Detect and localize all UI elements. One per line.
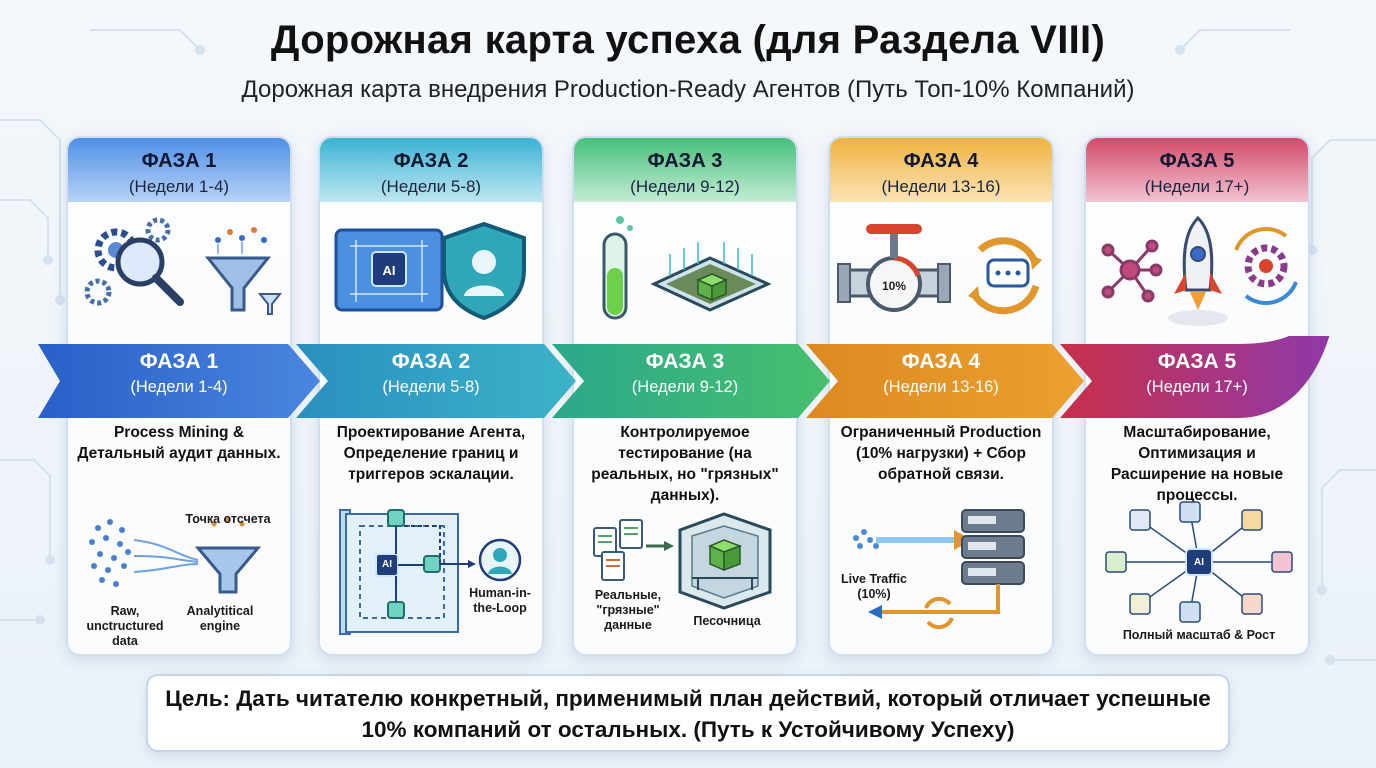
server-stack-icon — [961, 509, 1025, 585]
phase-1-art-label-raw: Raw, unctructured data — [86, 604, 164, 648]
phase-3-art-label-sandbox: Песочница — [693, 614, 761, 628]
optimization-gear-icon — [1234, 227, 1298, 305]
phase-2-art-label-ai: AI — [382, 559, 392, 570]
network-hub-icon — [1101, 239, 1163, 303]
hitl-flow-diagram — [339, 509, 522, 635]
phase-3-art-label-data: Реальные, "грязные" данные — [594, 588, 662, 632]
chevron-phase-3-title: ФАЗА 3 — [645, 350, 725, 373]
chevron-phase-5-weeks: (Недели 17+) — [1146, 378, 1248, 396]
chevron-phase-1-title: ФАЗА 1 — [139, 350, 219, 373]
chevron-phase-3-weeks: (Недели 9-12) — [631, 378, 739, 396]
phase-5-header: ФАЗА 5 (Недели 17+) — [1086, 138, 1308, 202]
valve-percent-text: 10% — [882, 279, 906, 293]
page-title: Дорожная карта успеха (для Раздела VIII) — [270, 18, 1106, 62]
phase-1-art-label-engine: Analytitical engine — [186, 604, 254, 633]
chevron-phase-5: ФАЗА 5 (Недели 17+) — [1084, 350, 1310, 397]
phase-5-weeks: (Недели 17+) — [1144, 177, 1250, 196]
documents-icon — [593, 519, 643, 581]
phase-2-icons: AI — [334, 221, 526, 321]
goal-box: Цель: Дать читателю конкретный, применим… — [146, 674, 1230, 752]
phase-1-description: Process Mining & Детальный аудит данных. — [77, 424, 281, 462]
phase-3-art: Реальные, "грязные" данные Песочница — [574, 500, 796, 650]
feedback-cycle-icon — [968, 237, 1042, 315]
phase-card-4: ФАЗА 4 (Недели 13-16) 10% Ограниченный P… — [828, 136, 1054, 656]
phase-5-art: AI Полный масштаб & Рост — [1086, 500, 1308, 650]
chevron-phase-2: ФАЗА 2 (Недели 5-8) — [318, 350, 544, 397]
phase-2-description: Проектирование Агента, Определение грани… — [336, 424, 526, 483]
phase-5-art-label-scale: Полный масштаб & Рост — [1122, 628, 1276, 642]
data-to-sandbox-diagram — [593, 512, 772, 610]
chevron-phase-1: ФАЗА 1 (Недели 1-4) — [66, 350, 292, 397]
phase-4-icons: 10% — [837, 224, 1042, 315]
test-tube-icon — [602, 216, 633, 320]
phase-card-5: ФАЗА 5 (Недели 17+) Масштабирование, Опт… — [1084, 136, 1310, 656]
phase-1-weeks: (Недели 1-4) — [128, 177, 230, 196]
phase-3-title: ФАЗА 3 — [647, 150, 723, 172]
phase-5-icons — [1101, 215, 1298, 326]
phase-2-title: ФАЗА 2 — [393, 150, 469, 172]
phase-4-art-label-traffic: Live Traffic (10%) — [841, 572, 907, 601]
chevron-phase-4: ФАЗА 4 (Недели 13-16) — [828, 350, 1054, 397]
phase-3-weeks: (Недели 9-12) — [630, 177, 740, 196]
data-to-engine-diagram — [89, 517, 262, 594]
svg-text:AI: AI — [383, 263, 396, 278]
rocket-icon — [1168, 215, 1228, 326]
phase-4-header: ФАЗА 4 (Недели 13-16) — [830, 138, 1052, 202]
shield-user-icon — [442, 221, 526, 321]
chevron-phase-4-weeks: (Недели 13-16) — [883, 378, 999, 396]
phase-2-weeks: (Недели 5-8) — [380, 177, 482, 196]
magnifier-icon — [115, 237, 184, 306]
blueprint-icon: AI — [334, 228, 444, 312]
live-traffic-diagram — [853, 509, 1025, 630]
phase-2-art-label-hitl: Human-in-the-Loop — [469, 586, 531, 615]
page-subtitle: Дорожная карта внедрения Production-Read… — [241, 76, 1135, 103]
phase-1-title: ФАЗА 1 — [141, 150, 217, 172]
chevron-phase-5-title: ФАЗА 5 — [1157, 350, 1237, 373]
phase-2-art: AI Human-in-the-Loop — [320, 500, 542, 650]
chevron-phase-4-title: ФАЗА 4 — [901, 350, 981, 373]
scale-network-diagram — [1105, 501, 1293, 623]
phase-3-icons — [602, 216, 772, 320]
timeline-arrow-band — [38, 336, 1330, 418]
phase-1-art: Точка отсчета Raw, unctructured data Ana… — [68, 500, 290, 650]
phase-5-title: ФАЗА 5 — [1159, 150, 1235, 172]
phase-4-description: Ограниченный Production (10% нагрузки) +… — [840, 424, 1042, 483]
phase-1-header: ФАЗА 1 (Недели 1-4) — [68, 138, 290, 202]
phase-4-title: ФАЗА 4 — [903, 150, 979, 172]
chevron-phase-2-weeks: (Недели 5-8) — [382, 378, 480, 396]
chevron-phase-3: ФАЗА 3 (Недели 9-12) — [572, 350, 798, 397]
phase-5-art-label-ai: AI — [1194, 557, 1204, 568]
sandbox-cube-icon — [650, 242, 772, 312]
phase-2-header: ФАЗА 2 (Недели 5-8) — [320, 138, 542, 202]
funnel-icon — [204, 227, 283, 315]
phase-4-weeks: (Недели 13-16) — [881, 177, 1001, 196]
phase-3-description: Контролируемое тестирование (на реальных… — [591, 424, 779, 504]
phase-1-art-label-start: Точка отсчета — [185, 512, 271, 526]
phase-3-header: ФАЗА 3 (Недели 9-12) — [574, 138, 796, 202]
phase-1-icons — [84, 217, 283, 315]
phase-5-description: Масштабирование, Оптимизация и Расширени… — [1110, 424, 1284, 504]
chevron-phase-2-title: ФАЗА 2 — [391, 350, 471, 373]
phase-4-art: Live Traffic (10%) — [830, 500, 1052, 650]
refresh-icon — [924, 596, 954, 630]
valve-icon — [837, 224, 951, 312]
chevron-phase-1-weeks: (Недели 1-4) — [130, 378, 228, 396]
